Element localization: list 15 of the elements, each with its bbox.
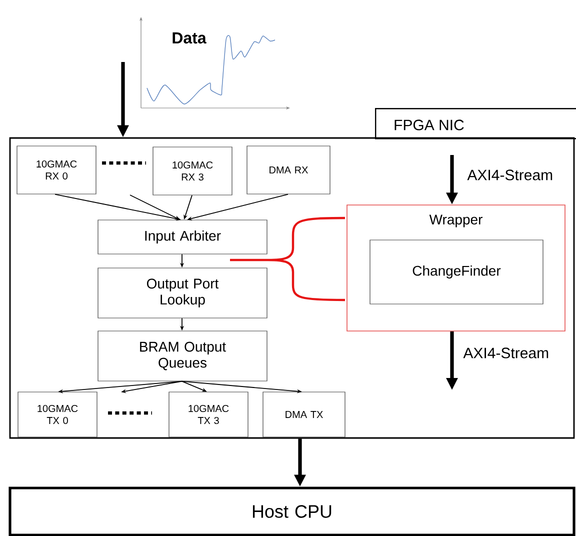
host-box: Host CPU bbox=[8, 486, 576, 536]
module-box: 10GMAC RX 3 bbox=[152, 146, 232, 196]
chart-title: Data bbox=[172, 32, 206, 44]
module-box: 10GMAC TX 0 bbox=[18, 392, 98, 438]
module-box: BRAM Output Queues bbox=[98, 330, 268, 382]
edge-label: AXI4-Stream bbox=[466, 168, 554, 182]
module-box: 10GMAC TX 3 bbox=[168, 392, 248, 438]
module-box: Output Port Lookup bbox=[98, 268, 268, 318]
module-box: DMA RX bbox=[246, 146, 330, 194]
module-box: ChangeFinder bbox=[370, 240, 544, 304]
module-box: 10GMAC RX 0 bbox=[16, 146, 96, 194]
edge-label: AXI4-Stream bbox=[462, 346, 550, 360]
node-label: FPGA NIC bbox=[394, 120, 464, 130]
module-box: Input Arbiter bbox=[98, 220, 268, 254]
module-box: DMA TX bbox=[262, 392, 346, 438]
